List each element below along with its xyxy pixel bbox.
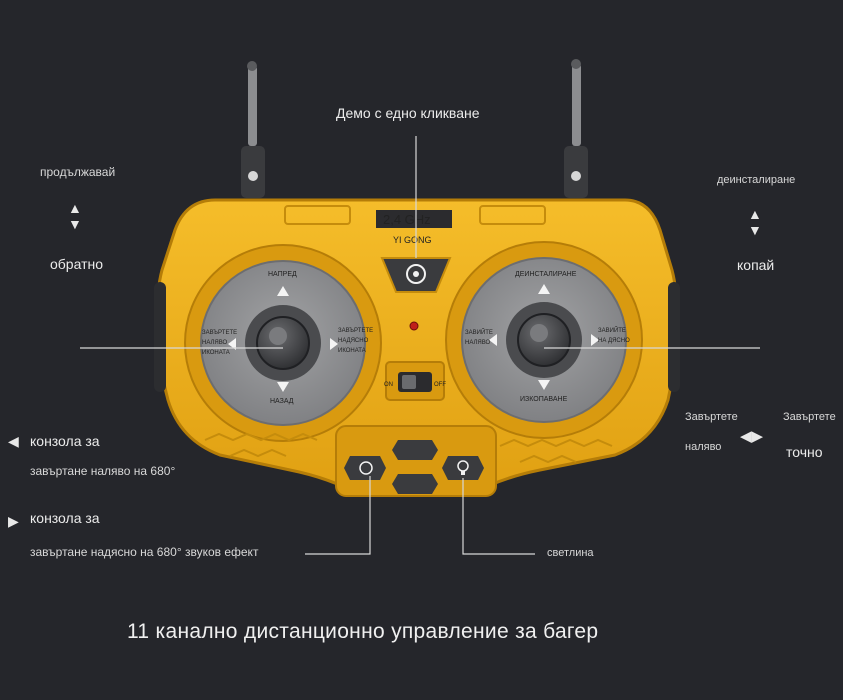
turn-left-label-1: Завъртете <box>685 411 738 423</box>
switch-on-label: ON <box>384 382 393 388</box>
right-dial-left-label-1: ЗАВИЙТЕ <box>465 328 493 336</box>
left-dial-right-label-1: ЗАВЪРТЕТЕ <box>338 328 373 334</box>
gear-icon <box>406 264 426 284</box>
brand-label: YI GONG <box>393 235 432 245</box>
rotate-left-title: конзола за <box>30 433 100 449</box>
left-right-arrows-icon: ◀▶ <box>740 428 764 445</box>
frequency-plate <box>376 210 452 228</box>
right-grip <box>668 282 680 392</box>
left-antenna <box>241 61 265 198</box>
rotate-right-title: конзола за <box>30 510 100 526</box>
left-arrow-icon: ◀ <box>8 433 19 449</box>
power-led <box>409 321 419 331</box>
right-dial-down-label: ИЗКОПАВАНЕ <box>520 396 568 403</box>
up-down-arrows-left-icon: ▲▼ <box>68 200 82 232</box>
right-dial-right-label-2: НА ДЯСНО <box>598 338 630 344</box>
left-dial-right-label-2: НАДЯСНО <box>338 338 369 344</box>
sound-button <box>344 456 386 480</box>
dig-label: копай <box>737 257 775 273</box>
right-arrow-icon: ▶ <box>8 513 19 529</box>
tread-pattern <box>204 432 613 464</box>
footer-title: 11 канално дистанционно управление за ба… <box>127 620 599 643</box>
down-center-button <box>392 474 438 494</box>
light-callout-label: светлина <box>547 547 594 559</box>
frequency-label: 2,4 GHz <box>383 212 431 227</box>
uninstall-label: деинсталиране <box>717 174 796 186</box>
switch-off-label: OFF <box>434 382 446 388</box>
up-center-button <box>392 440 438 460</box>
light-button <box>442 456 484 480</box>
left-dial-down-label: НАЗАД <box>270 398 294 405</box>
right-dial-right-label-1: ЗАВИЙТЕ <box>598 326 626 334</box>
left-dial-up-label: НАПРЕД <box>268 271 297 278</box>
turn-left-label-2: наляво <box>685 441 722 453</box>
right-dial-up-label: ДЕИНСТАЛИРАНЕ <box>515 271 577 278</box>
speaker-icon <box>359 461 373 475</box>
up-down-arrows-right-icon: ▲▼ <box>748 206 762 238</box>
left-dial-left-label-1: ЗАВЪРТЕТЕ <box>202 330 237 336</box>
left-grip <box>154 282 166 392</box>
turn-right-label-2: точно <box>786 444 823 460</box>
right-dial-left-label-2: НАЛЯВО <box>465 340 491 346</box>
back-label: обратно <box>50 256 103 272</box>
turn-right-label-1: Завъртете <box>783 411 836 423</box>
demo-callout-label: Демо с едно кликване <box>336 105 480 121</box>
forward-label: продължавай <box>40 165 116 179</box>
left-dial-left-label-2: НАЛЯВО <box>202 340 228 346</box>
left-dial-left-label-3: ИКОНАТА <box>202 350 230 356</box>
right-antenna <box>564 59 588 198</box>
left-dial-right-label-3: ИКОНАТА <box>338 348 366 354</box>
rotate-left-desc: завъртане наляво на 680° <box>30 464 176 478</box>
callout-lines <box>80 136 760 555</box>
rotate-right-desc: завъртане надясно на 680° звуков ефект <box>30 545 259 559</box>
